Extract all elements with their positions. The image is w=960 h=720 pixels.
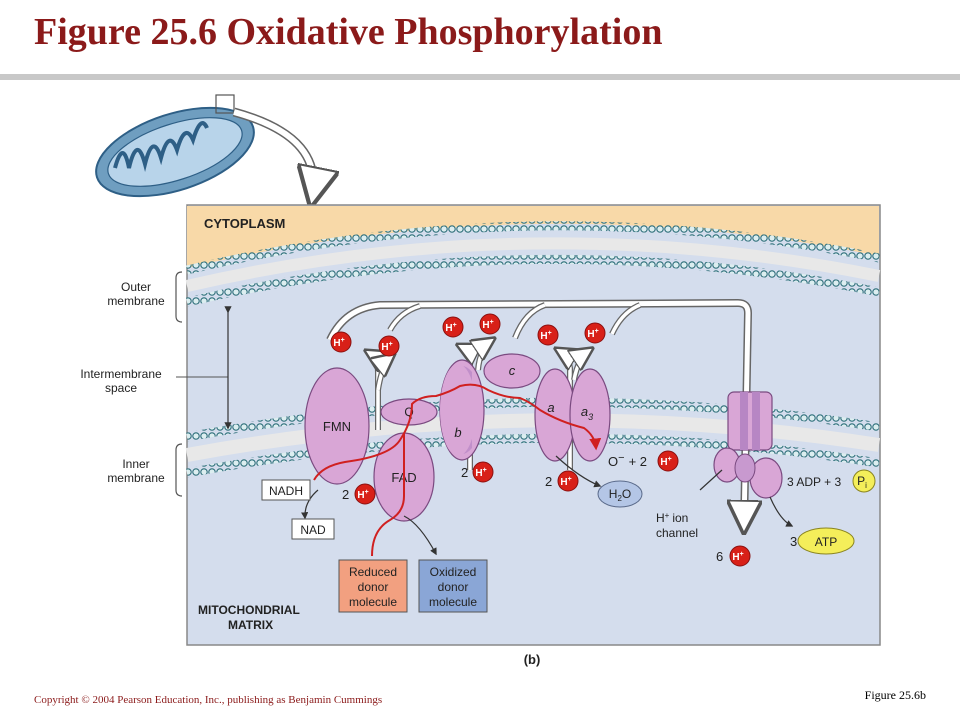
oxidized-donor-box: Oxidized donor molecule bbox=[418, 559, 488, 613]
reduced-donor-path bbox=[371, 495, 405, 557]
b-label: b bbox=[454, 425, 461, 440]
page-title: Figure 25.6 Oxidative Phosphorylation bbox=[34, 11, 663, 53]
proton-ion: H+ bbox=[378, 335, 400, 357]
proton-ion: H+ bbox=[354, 483, 376, 505]
proton-ion: H+ bbox=[557, 470, 579, 492]
atp-arrow bbox=[769, 496, 794, 527]
proton-ion: H+ bbox=[472, 461, 494, 483]
svg-text:H+: H+ bbox=[587, 328, 598, 340]
nad-label: NAD bbox=[300, 523, 326, 537]
svg-text:H+: H+ bbox=[445, 322, 456, 334]
nadh-to-nad-arrow bbox=[301, 489, 319, 520]
matrix-label-line2: MATRIX bbox=[228, 618, 273, 632]
proton-ion: H+ bbox=[330, 331, 352, 353]
reduced-line2: donor bbox=[358, 580, 389, 594]
water-arrow bbox=[555, 455, 602, 488]
inner-membrane-label: Inner membrane bbox=[96, 457, 176, 485]
nad-box: NAD bbox=[291, 518, 335, 540]
svg-text:H+: H+ bbox=[475, 467, 486, 479]
coef-2-complex-iv: 2 bbox=[545, 474, 552, 489]
proton-ion: H+ bbox=[442, 316, 464, 338]
title-divider bbox=[0, 74, 960, 80]
svg-text:H+: H+ bbox=[357, 489, 368, 501]
coef-6: 6 bbox=[716, 549, 723, 564]
zoom-arrow-fill bbox=[233, 109, 314, 200]
matrix-label-line1: MITOCHONDRIAL bbox=[198, 603, 300, 617]
oxidized-line1: Oxidized bbox=[430, 565, 477, 579]
a-label: a bbox=[547, 400, 554, 415]
svg-text:H+: H+ bbox=[732, 551, 743, 563]
fmn-label: FMN bbox=[323, 419, 351, 434]
coef-2-nadh: 2 bbox=[342, 487, 349, 502]
h-ion-channel-label-line1: H+ion bbox=[656, 511, 688, 525]
svg-text:H2O: H2O bbox=[609, 487, 631, 503]
oxidized-line2: donor bbox=[438, 580, 469, 594]
outer-membrane-label: Outer membrane bbox=[96, 280, 176, 308]
inner-membrane-bracket bbox=[175, 443, 183, 497]
svg-text:H+: H+ bbox=[560, 476, 571, 488]
svg-text:Pi: Pi bbox=[857, 474, 867, 490]
proton-pump-arrows bbox=[368, 340, 590, 470]
intermembrane-label-line2: space bbox=[104, 381, 138, 395]
atp-coef: 3 bbox=[790, 534, 797, 549]
figure-reference: Figure 25.6b bbox=[864, 688, 926, 702]
atp-label: ATP bbox=[815, 535, 837, 549]
nadh-label: NADH bbox=[269, 484, 303, 498]
outer-membrane-bracket bbox=[175, 271, 183, 323]
ubiquinone-q: Q bbox=[380, 398, 438, 426]
adp-label: 3 ADP + 3 bbox=[787, 475, 841, 489]
intermembrane-space-label: Intermembrane space bbox=[66, 367, 176, 395]
q-label: Q bbox=[404, 405, 413, 419]
water-molecule: H2O bbox=[597, 480, 643, 508]
outer-membrane-label-line2: membrane bbox=[107, 294, 165, 308]
panel-label: (b) bbox=[524, 652, 541, 667]
svg-text:H+: H+ bbox=[333, 337, 344, 349]
proton-ion: H+ bbox=[657, 450, 679, 472]
svg-text:H+: H+ bbox=[540, 330, 551, 342]
cytochrome-c: c bbox=[483, 353, 541, 389]
inner-membrane-label-line1: Inner bbox=[122, 457, 150, 471]
oxidized-donor-arrow bbox=[403, 515, 437, 556]
coef-2-complex-iii: 2 bbox=[461, 465, 468, 480]
cytoplasm-label: CYTOPLASM bbox=[204, 216, 285, 231]
reduced-line3: molecule bbox=[349, 595, 397, 609]
proton-return-arrow bbox=[327, 300, 748, 528]
mitochondrion-icon bbox=[95, 94, 255, 198]
reduced-donor-box: Reduced donor molecule bbox=[338, 559, 408, 613]
complex-iii: b bbox=[439, 359, 485, 461]
h-ion-channel-pointer bbox=[699, 469, 723, 491]
electron-path bbox=[313, 383, 602, 481]
atp-product: ATP bbox=[797, 527, 855, 555]
svg-text:H+: H+ bbox=[660, 456, 671, 468]
diagram-panel bbox=[185, 204, 881, 646]
atp-synthase bbox=[713, 391, 783, 499]
nadh-box: NADH bbox=[261, 479, 311, 501]
copyright-notice: Copyright © 2004 Pearson Education, Inc.… bbox=[34, 694, 383, 706]
proton-ion: H+ bbox=[479, 313, 501, 335]
oxygen-label: O−+ 2 bbox=[608, 452, 647, 469]
complex-i: FMN bbox=[304, 367, 370, 485]
inner-membrane-label-line2: membrane bbox=[107, 471, 165, 485]
a3-label: a3 bbox=[581, 404, 593, 422]
reduced-line1: Reduced bbox=[349, 565, 397, 579]
c-label: c bbox=[509, 363, 516, 378]
intermembrane-label-line1: Intermembrane bbox=[80, 367, 162, 381]
svg-text:H+: H+ bbox=[482, 319, 493, 331]
proton-ion: H+ bbox=[584, 322, 606, 344]
oxidized-line3: molecule bbox=[429, 595, 477, 609]
h-ion-channel-label-line2: channel bbox=[656, 526, 698, 540]
proton-ion: H+ bbox=[729, 545, 751, 567]
outer-membrane-label-line1: Outer bbox=[120, 280, 151, 294]
phosphate: Pi bbox=[852, 469, 876, 493]
proton-ion: H+ bbox=[537, 324, 559, 346]
svg-text:H+: H+ bbox=[381, 341, 392, 353]
